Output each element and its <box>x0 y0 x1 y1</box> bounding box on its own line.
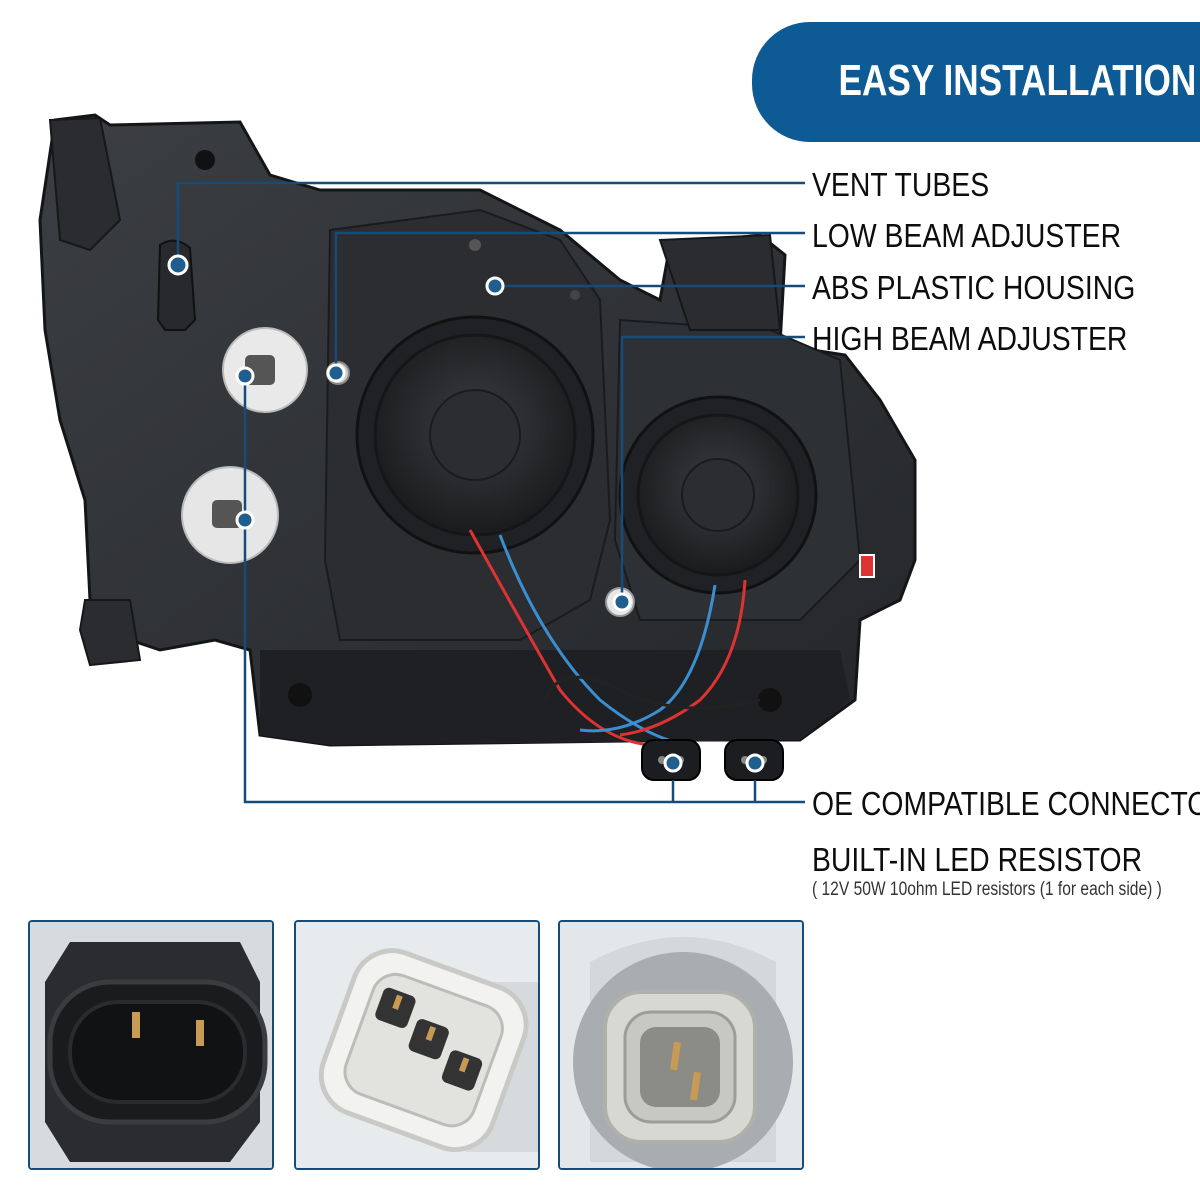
callout-dots <box>167 254 765 773</box>
high-beam-adjuster-dot <box>612 592 632 612</box>
headlight-illustration <box>38 113 917 804</box>
label-abs-plastic-housing: ABS PLASTIC HOUSING <box>812 269 1136 306</box>
thumbnail-black-connector <box>28 920 274 1170</box>
banner-title: EASY INSTALLATION <box>838 56 1196 105</box>
socket-lower-dot <box>235 510 255 530</box>
low-beam-dust-cap <box>355 315 595 555</box>
abs-housing-dot <box>485 276 505 296</box>
socket-upper-dot <box>235 366 255 386</box>
connector-right-dot <box>745 753 765 773</box>
reflector-marker <box>859 554 875 578</box>
label-vent-tubes: VENT TUBES <box>812 166 990 203</box>
wiring-harness <box>468 529 761 747</box>
label-high-beam-adjuster: HIGH BEAM ADJUSTER <box>812 320 1128 357</box>
low-beam-adjuster-dot <box>326 363 346 383</box>
socket-upper <box>222 327 308 413</box>
thumbnail-grey-2pin-connector <box>558 920 804 1170</box>
label-built-in-led-resistor: BUILT-IN LED RESISTOR <box>812 841 1143 878</box>
connector-left-dot <box>663 753 683 773</box>
easy-installation-banner: EASY INSTALLATION <box>752 22 1200 142</box>
socket-lower <box>181 466 279 564</box>
label-low-beam-adjuster: LOW BEAM ADJUSTER <box>812 217 1122 254</box>
vent-tube <box>156 239 197 331</box>
label-oe-compatible-connectors: OE COMPATIBLE CONNECTORS <box>812 785 1200 822</box>
thumbnail-white-3pin-connector <box>294 920 540 1170</box>
resistor-note: ( 12V 50W 10ohm LED resistors (1 for eac… <box>812 879 1162 900</box>
high-beam-dust-cap <box>618 395 818 595</box>
vent-tubes-dot <box>167 254 189 276</box>
